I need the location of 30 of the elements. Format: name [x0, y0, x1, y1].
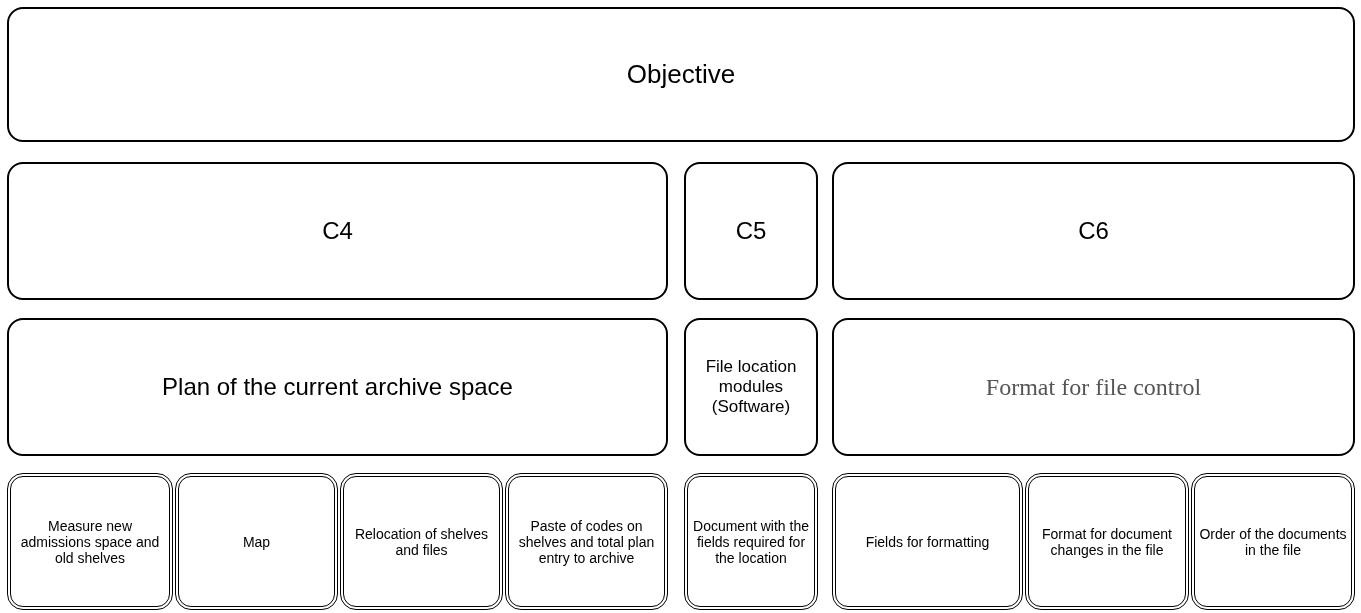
rounded-box: [684, 162, 818, 300]
box-label: Format for file control: [985, 373, 1202, 401]
box-label: Objective: [626, 59, 736, 90]
rounded-box: [684, 318, 818, 456]
rounded-box: [7, 162, 668, 300]
box-label: Document with the fields required for the location: [692, 517, 810, 566]
rounded-box: [832, 162, 1355, 300]
rounded-box: [7, 473, 173, 610]
rounded-box: [1191, 473, 1355, 610]
rounded-box: [1025, 473, 1189, 610]
rounded-box: [7, 7, 1355, 142]
box-label: File location modules (Software): [704, 357, 798, 417]
rounded-box: [505, 473, 668, 610]
box-label: Plan of the current archive space: [162, 373, 513, 401]
box-label: Format for document changes in the file: [1041, 525, 1173, 558]
box-label: Map: [242, 533, 271, 550]
box-label: C5: [735, 217, 767, 245]
rounded-box: [7, 318, 668, 456]
rounded-box: [832, 318, 1355, 456]
box-label: Relocation of shelves and files: [353, 525, 490, 558]
rounded-box: [340, 473, 503, 610]
box-label: Paste of codes on shelves and total plan entry to archive: [517, 517, 656, 566]
rounded-box: [175, 473, 338, 610]
box-label: Measure new admissions space and old shelves: [19, 517, 161, 566]
box-label: Order of the documents in the file: [1199, 525, 1347, 558]
box-label: C4: [322, 217, 353, 245]
rounded-box: [832, 473, 1023, 610]
rounded-box: [684, 473, 818, 610]
box-label: Fields for formatting: [865, 533, 990, 550]
box-label: C6: [1078, 217, 1109, 245]
